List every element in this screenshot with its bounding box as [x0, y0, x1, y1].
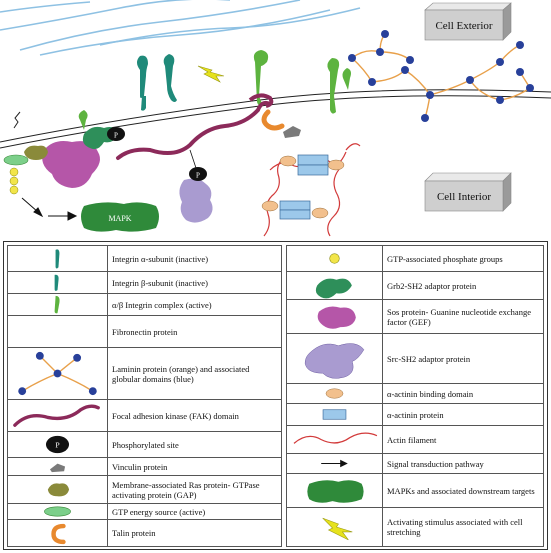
legend-label: Sos protein- Guanine nucleotide exchange… — [387, 306, 531, 327]
legend-row: α/β Integrin complex (active) — [8, 294, 281, 316]
legend-row: Membrane-associated Ras protein- GTPase … — [8, 476, 281, 504]
legend-label: Grb2-SH2 adaptor protein — [387, 280, 477, 291]
mapk-icon — [307, 480, 364, 503]
legend-row: Focal adhesion kinase (FAK) domain — [8, 400, 281, 432]
lightning-icon — [322, 517, 353, 541]
legend-row: Integrin α-subunit (inactive) — [8, 246, 281, 272]
legend-row: Actin filament — [287, 426, 543, 454]
legend-row: Sos protein- Guanine nucleotide exchange… — [287, 300, 543, 334]
talin — [261, 109, 285, 131]
actinin-binding-icon — [325, 388, 344, 399]
legend-label: α-actinin protein — [387, 409, 444, 420]
legend-label: Fibronectin protein — [112, 326, 178, 337]
phospho-text-2: P — [196, 172, 200, 180]
inactive-integrins — [137, 54, 177, 111]
fak-src-link — [189, 149, 197, 169]
legend-label: GTP-associated phosphate groups — [387, 253, 503, 264]
legend-row: α-actinin binding domain — [287, 384, 543, 404]
legend-row: GTP-associated phosphate groups — [287, 246, 543, 272]
legend-label: α-actinin binding domain — [387, 388, 474, 399]
gtp-phosphates — [9, 167, 19, 195]
cell-interior-box: Cell Interior — [424, 172, 512, 212]
phospho-site-2: P — [189, 167, 207, 181]
fibronectin-icon — [8, 316, 107, 347]
ras-gap — [24, 145, 48, 160]
cell-exterior-box: Cell Exterior — [424, 2, 512, 41]
legend-row: Integrin β-subunit (inactive) — [8, 272, 281, 294]
mapk-label: MAPK — [108, 214, 131, 223]
vinculin-icon — [49, 463, 66, 473]
legend-row: Laminin protein (orange) and associated … — [8, 348, 281, 400]
legend-row: MAPKs and associated downstream targets — [287, 474, 543, 508]
legend-label: Phosphorylated site — [112, 439, 179, 450]
phospho-text-1: P — [114, 132, 118, 140]
integrin-beta-icon — [54, 274, 59, 291]
fibronectin-fibers — [0, 0, 361, 56]
fak-icon — [13, 404, 100, 427]
legend-label: Activating stimulus associated with cell… — [387, 517, 523, 537]
legend-row: Grb2-SH2 adaptor protein — [287, 272, 543, 300]
legend-label: MAPKs and associated downstream targets — [387, 485, 535, 496]
legend-phospho-text: P — [55, 440, 59, 449]
cell-exterior-label: Cell Exterior — [435, 20, 492, 32]
legend-row: GTP energy source (active) — [8, 504, 281, 520]
legend-left-column: Integrin α-subunit (inactive) Integrin β… — [7, 245, 282, 547]
legend-label: Integrin α-subunit (inactive) — [112, 253, 209, 264]
src-protein — [179, 178, 213, 223]
gtp-energy — [3, 154, 29, 166]
legend-label: α/β Integrin complex (active) — [112, 299, 212, 310]
grb2-icon — [315, 278, 352, 299]
mapk-blob — [81, 202, 159, 232]
phosphate-group-icon — [329, 253, 340, 264]
vinculin — [283, 126, 301, 138]
legend-row: Talin protein — [8, 520, 281, 546]
cell-interior-label: Cell Interior — [437, 191, 491, 203]
phospho-site-1: P — [107, 127, 125, 141]
legend-label: Talin protein — [112, 528, 156, 538]
actin-filament-icon — [293, 432, 378, 444]
actinin-binding-domains — [261, 155, 345, 219]
actinin-proteins — [279, 154, 329, 220]
legend: Integrin α-subunit (inactive) Integrin β… — [3, 241, 548, 550]
legend-row: P Phosphorylated site — [8, 432, 281, 458]
active-integrins — [78, 50, 351, 130]
signaling-diagram: Cell Exterior Cell Interior — [0, 0, 551, 237]
signal-arrows — [21, 197, 78, 221]
legend-row: Activating stimulus associated with cell… — [287, 508, 543, 546]
legend-label: Integrin β-subunit (inactive) — [112, 277, 208, 288]
legend-label: GTP energy source (active) — [112, 506, 206, 517]
src-icon — [304, 343, 365, 379]
talin-icon — [51, 523, 66, 545]
legend-row: α-actinin protein — [287, 404, 543, 426]
legend-row: Vinculin protein — [8, 458, 281, 476]
legend-label: Signal transduction pathway — [387, 458, 484, 469]
laminin-icon — [18, 351, 97, 396]
legend-label: Focal adhesion kinase (FAK) domain — [112, 410, 239, 421]
legend-label: Laminin protein (orange) and associated … — [112, 363, 250, 384]
sos-icon — [317, 306, 356, 329]
legend-label: Src-SH2 adaptor protein — [387, 353, 471, 364]
legend-label: Membrane-associated Ras protein- GTPase … — [112, 479, 260, 500]
signal-arrow-icon — [321, 459, 348, 468]
integrin-complex-icon — [54, 295, 60, 314]
laminin-globular-domains — [348, 30, 534, 122]
phospho-site-icon: P — [45, 435, 70, 454]
legend-row: Signal transduction pathway — [287, 454, 543, 474]
fak-chain — [116, 100, 272, 160]
legend-row: Src-SH2 adaptor protein — [287, 334, 543, 384]
fak-loop — [248, 93, 274, 108]
legend-right-column: GTP-associated phosphate groups Grb2-SH2… — [286, 245, 544, 547]
sos-protein — [42, 141, 100, 188]
stimulus-lightning — [197, 65, 225, 83]
legend-row: Fibronectin protein — [8, 316, 281, 348]
integrin-alpha-icon — [55, 249, 60, 269]
ras-gap-icon — [47, 483, 70, 497]
actinin-icon — [322, 409, 347, 420]
legend-label: Vinculin protein — [112, 461, 168, 472]
legend-label: Actin filament — [387, 434, 437, 445]
laminin-network — [351, 33, 531, 119]
gtp-energy-icon — [44, 506, 71, 517]
